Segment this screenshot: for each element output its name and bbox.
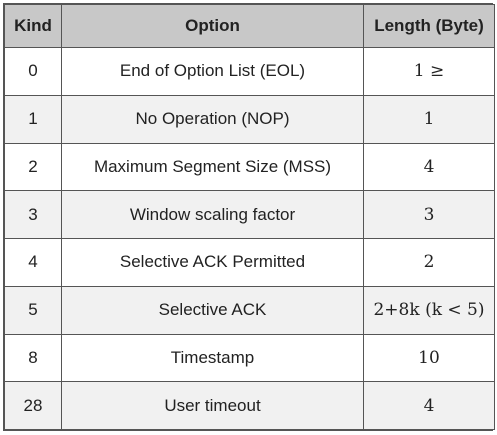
cell-option: Selective ACK Permitted [61, 238, 364, 287]
cell-option: End of Option List (EOL) [61, 47, 364, 96]
cell-length: 10 [363, 333, 495, 383]
table-row: 5 Selective ACK 2+8k (k < 5) [4, 285, 495, 335]
table-row: 28 User timeout 4 [4, 381, 495, 430]
table-header: Kind Option Length (Byte) [4, 4, 495, 48]
table-body: 0 End of Option List (EOL) 1 ≥ 1 No Oper… [4, 47, 495, 430]
table-row: 8 Timestamp 10 [4, 333, 495, 383]
cell-kind: 28 [4, 381, 62, 430]
options-table: Kind Option Length (Byte) 0 End of Optio… [4, 4, 495, 430]
table-row: 1 No Operation (NOP) 1 [4, 94, 495, 144]
cell-length: 1 [363, 94, 495, 144]
cell-kind: 2 [4, 142, 62, 192]
table-row: 2 Maximum Segment Size (MSS) 4 [4, 142, 495, 192]
cell-kind: 4 [4, 238, 62, 287]
cell-kind: 1 [4, 94, 62, 144]
cell-kind: 8 [4, 333, 62, 383]
cell-option: Window scaling factor [61, 190, 364, 239]
cell-kind: 3 [4, 190, 62, 239]
cell-kind: 5 [4, 285, 62, 335]
table-row: 0 End of Option List (EOL) 1 ≥ [4, 47, 495, 96]
header-row: Kind Option Length (Byte) [4, 4, 495, 48]
cell-option: Selective ACK [61, 285, 364, 335]
cell-option: No Operation (NOP) [61, 94, 364, 144]
cell-option: Maximum Segment Size (MSS) [61, 142, 364, 192]
cell-kind: 0 [4, 47, 62, 96]
table-row: 4 Selective ACK Permitted 2 [4, 238, 495, 287]
tcp-options-table: Kind Option Length (Byte) 0 End of Optio… [3, 3, 495, 431]
table-row: 3 Window scaling factor 3 [4, 190, 495, 239]
header-length: Length (Byte) [363, 4, 495, 48]
header-kind: Kind [4, 4, 62, 48]
cell-length: 4 [363, 142, 495, 192]
header-option: Option [61, 4, 364, 48]
cell-length: 1 ≥ [363, 47, 495, 96]
cell-length: 2 [363, 238, 495, 287]
cell-length: 3 [363, 190, 495, 239]
cell-option: User timeout [61, 381, 364, 430]
cell-option: Timestamp [61, 333, 364, 383]
cell-length: 2+8k (k < 5) [363, 285, 495, 335]
cell-length: 4 [363, 381, 495, 430]
